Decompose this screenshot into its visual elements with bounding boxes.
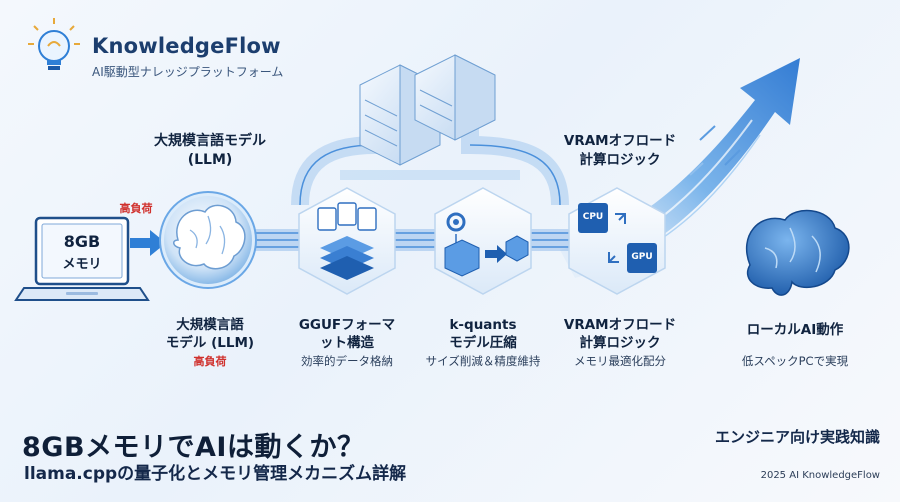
- step5-line1: ローカルAI動作: [746, 322, 844, 338]
- step4-sub: メモリ最適化配分: [574, 354, 666, 368]
- audience-note: エンジニア向け実践知識: [714, 428, 880, 446]
- hexagon-gguf: [298, 187, 396, 295]
- lightbulb-logo-icon: [28, 18, 80, 70]
- page-subtitle: llama.cppの量子化とメモリ管理メカニズム詳解: [24, 464, 407, 484]
- input-arrow-icon: [130, 230, 166, 256]
- brand-tagline: AI駆動型ナレッジプラットフォーム: [92, 65, 284, 79]
- step5-sub: 低スペックPCで実現: [741, 354, 849, 368]
- laptop-icon: [14, 216, 150, 301]
- server-icon: [359, 54, 496, 166]
- step1-line1: 大規模言語: [176, 317, 244, 333]
- step3-sub: サイズ削減＆精度維持: [425, 354, 541, 368]
- local-ai-brain-icon: [745, 209, 850, 296]
- copyright: 2025 AI KnowledgeFlow: [760, 470, 880, 481]
- step4-line2: 計算ロジック: [579, 335, 661, 351]
- hexagon-vram: [568, 187, 666, 295]
- llm-top-load-badge: 高負荷: [119, 202, 153, 215]
- hexagon-kquants: [434, 187, 532, 295]
- page-title: 8GBメモリでAIは動くか？: [22, 432, 365, 463]
- llm-top-label-line1: 大規模言語モデル: [154, 133, 266, 149]
- brain-icon: [159, 191, 257, 289]
- vram-top-label-line2: 計算ロジック: [579, 152, 661, 168]
- step3-line2: モデル圧縮: [449, 335, 517, 351]
- brand-name: KnowledgeFlow: [92, 34, 281, 58]
- laptop-memory-label: メモリ: [62, 257, 102, 272]
- llm-top-label-line2: (LLM): [187, 152, 233, 168]
- cpu-chip-label: CPU: [582, 212, 604, 222]
- step3-line1: k-quants: [449, 317, 517, 333]
- step2-line1: GGUFフォーマ: [298, 317, 396, 333]
- gpu-chip-label: GPU: [631, 252, 653, 262]
- laptop-memory-size: 8GB: [63, 232, 101, 251]
- step2-sub: 効率的データ格納: [301, 354, 393, 368]
- vram-top-label-line1: VRAMオフロード: [563, 133, 677, 149]
- step1-line2: モデル (LLM): [165, 335, 255, 351]
- data-flow-pipes: [250, 110, 570, 251]
- step2-line2: ット構造: [320, 335, 374, 351]
- step1-sub: 高負荷: [193, 355, 227, 368]
- step4-line1: VRAMオフロード: [563, 317, 677, 333]
